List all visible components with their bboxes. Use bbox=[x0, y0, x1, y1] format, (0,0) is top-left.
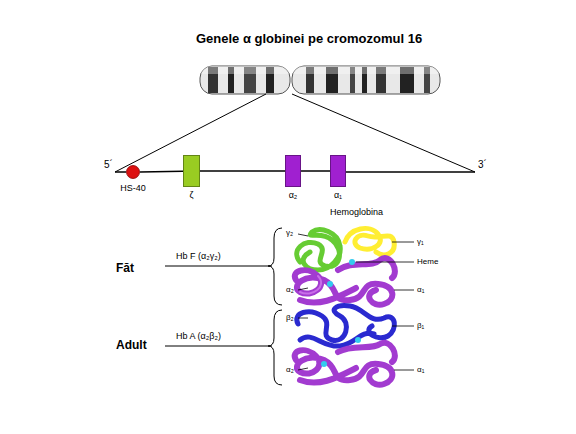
gene-box: ζ bbox=[183, 155, 200, 187]
end-label: 5´ bbox=[104, 160, 113, 170]
zoom-line bbox=[292, 94, 475, 172]
dna-segment bbox=[200, 170, 285, 172]
chain-label: α₂ bbox=[286, 366, 294, 374]
chain-label: β₁ bbox=[417, 322, 424, 330]
hemoglobin-a bbox=[295, 306, 395, 385]
chain-label: β₂ bbox=[286, 314, 294, 322]
chromosome bbox=[200, 66, 440, 94]
dna-segment bbox=[140, 170, 183, 172]
gene-label: α₂ bbox=[289, 191, 298, 200]
leader-lines bbox=[298, 234, 414, 370]
chain-label: γ₂ bbox=[286, 229, 293, 237]
end-label: 3´ bbox=[478, 160, 487, 170]
dna-line bbox=[346, 171, 475, 173]
gene-label: α₁ bbox=[334, 191, 342, 200]
heme-label: Heme bbox=[417, 258, 438, 266]
leader-line bbox=[165, 346, 272, 347]
title: Genele α globinei pe cromozomul 16 bbox=[196, 32, 422, 45]
gene-box: α₁ bbox=[330, 155, 346, 187]
chain-label: α₂ bbox=[286, 286, 294, 294]
gene-label: ζ bbox=[190, 191, 194, 200]
chain-label: γ₁ bbox=[417, 238, 424, 246]
brace bbox=[268, 310, 282, 385]
hemoglobin-type: Hb A (α₂β₂) bbox=[176, 332, 221, 341]
gene-label: HS-40 bbox=[120, 184, 146, 193]
chain-label: α₁ bbox=[417, 366, 424, 374]
hemoglobin-f bbox=[295, 228, 395, 304]
stage-label: Făt bbox=[116, 262, 134, 274]
gene-box: α₂ bbox=[285, 155, 301, 187]
stage-label: Adult bbox=[116, 339, 147, 351]
brace bbox=[268, 228, 282, 305]
circle-outline bbox=[126, 165, 140, 179]
protein-label: Hemoglobina bbox=[330, 208, 383, 217]
hemoglobin-type: Hb F (α₂γ₂) bbox=[176, 252, 221, 261]
leader-line bbox=[165, 266, 272, 267]
dna-line bbox=[115, 171, 126, 173]
enhancer-circle: HS-40 bbox=[126, 165, 140, 179]
dna-segment bbox=[301, 170, 330, 172]
chain-label: α₁ bbox=[417, 286, 424, 294]
